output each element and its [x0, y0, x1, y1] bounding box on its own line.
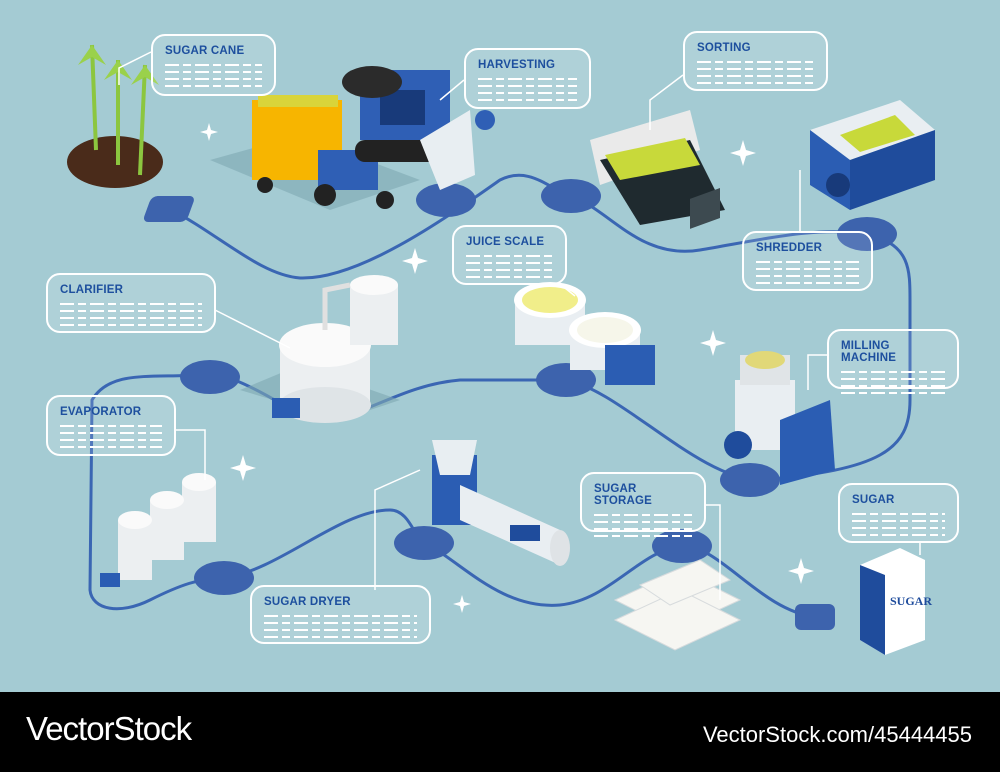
bag-label: SUGAR: [890, 594, 932, 608]
evaporator-illustration: [100, 473, 216, 587]
sorting-machine-illustration: [590, 110, 725, 229]
step-sugar-cane: SUGAR CANE: [151, 34, 276, 96]
brand-logo: VectorStock: [26, 710, 192, 747]
step-title: SUGAR CANE: [165, 45, 245, 57]
step-title: SHREDDER: [756, 242, 823, 254]
step-title: EVAPORATOR: [60, 406, 142, 418]
step-clarifier: CLARIFIER: [46, 273, 216, 333]
step-juice-scale: JUICE SCALE: [452, 225, 567, 285]
end-node: [795, 604, 835, 630]
stock-id: VectorStock.com/45444455: [702, 722, 972, 747]
juice-scale-illustration: [514, 282, 655, 385]
node-juice-scale: [536, 363, 596, 397]
node-milling: [720, 463, 780, 497]
path-nodes: [143, 179, 897, 630]
step-title: SUGAR: [852, 494, 895, 506]
step-harvesting: HARVESTING: [464, 48, 591, 109]
step-sugar-storage: SUGAR STORAGE: [580, 472, 706, 537]
node-storage: [652, 529, 712, 563]
sugar-bag-illustration: SUGAR: [860, 548, 932, 655]
node-sorting: [541, 179, 601, 213]
start-node: [143, 196, 194, 222]
process-illustration: SUGAR: [67, 44, 935, 655]
harvester-illustration: [210, 66, 495, 210]
clarifier-illustration: [240, 275, 400, 423]
milling-machine-illustration: [724, 351, 835, 485]
sugar-dryer-illustration: [432, 440, 570, 566]
step-title: HARVESTING: [478, 59, 556, 71]
node-dryer: [394, 526, 454, 560]
shredder-illustration: [810, 100, 935, 210]
step-shredder: SHREDDER: [742, 231, 873, 291]
step-title: JUICE SCALE: [466, 236, 545, 248]
step-title: MILLING MACHINE: [841, 340, 897, 364]
step-milling-machine: MILLING MACHINE: [827, 329, 959, 394]
callout-lines: [118, 51, 921, 600]
step-title: SORTING: [697, 42, 751, 54]
sparkle-icons: [200, 123, 814, 613]
step-title: CLARIFIER: [60, 284, 124, 296]
node-evaporator: [194, 561, 254, 595]
sugar-storage-illustration: [613, 559, 742, 651]
step-sugar: SUGAR: [838, 483, 959, 543]
node-harvesting: [416, 183, 476, 217]
watermark-footer: VectorStock VectorStock.com/45444455: [0, 692, 1000, 772]
node-clarifier: [180, 360, 240, 394]
step-evaporator: EVAPORATOR: [46, 395, 176, 456]
step-title: SUGAR DRYER: [264, 596, 351, 608]
step-sugar-dryer: SUGAR DRYER: [250, 585, 431, 644]
sugar-cane-illustration: [67, 44, 163, 188]
step-title: SUGAR STORAGE: [594, 483, 653, 507]
step-sorting: SORTING: [683, 31, 828, 91]
